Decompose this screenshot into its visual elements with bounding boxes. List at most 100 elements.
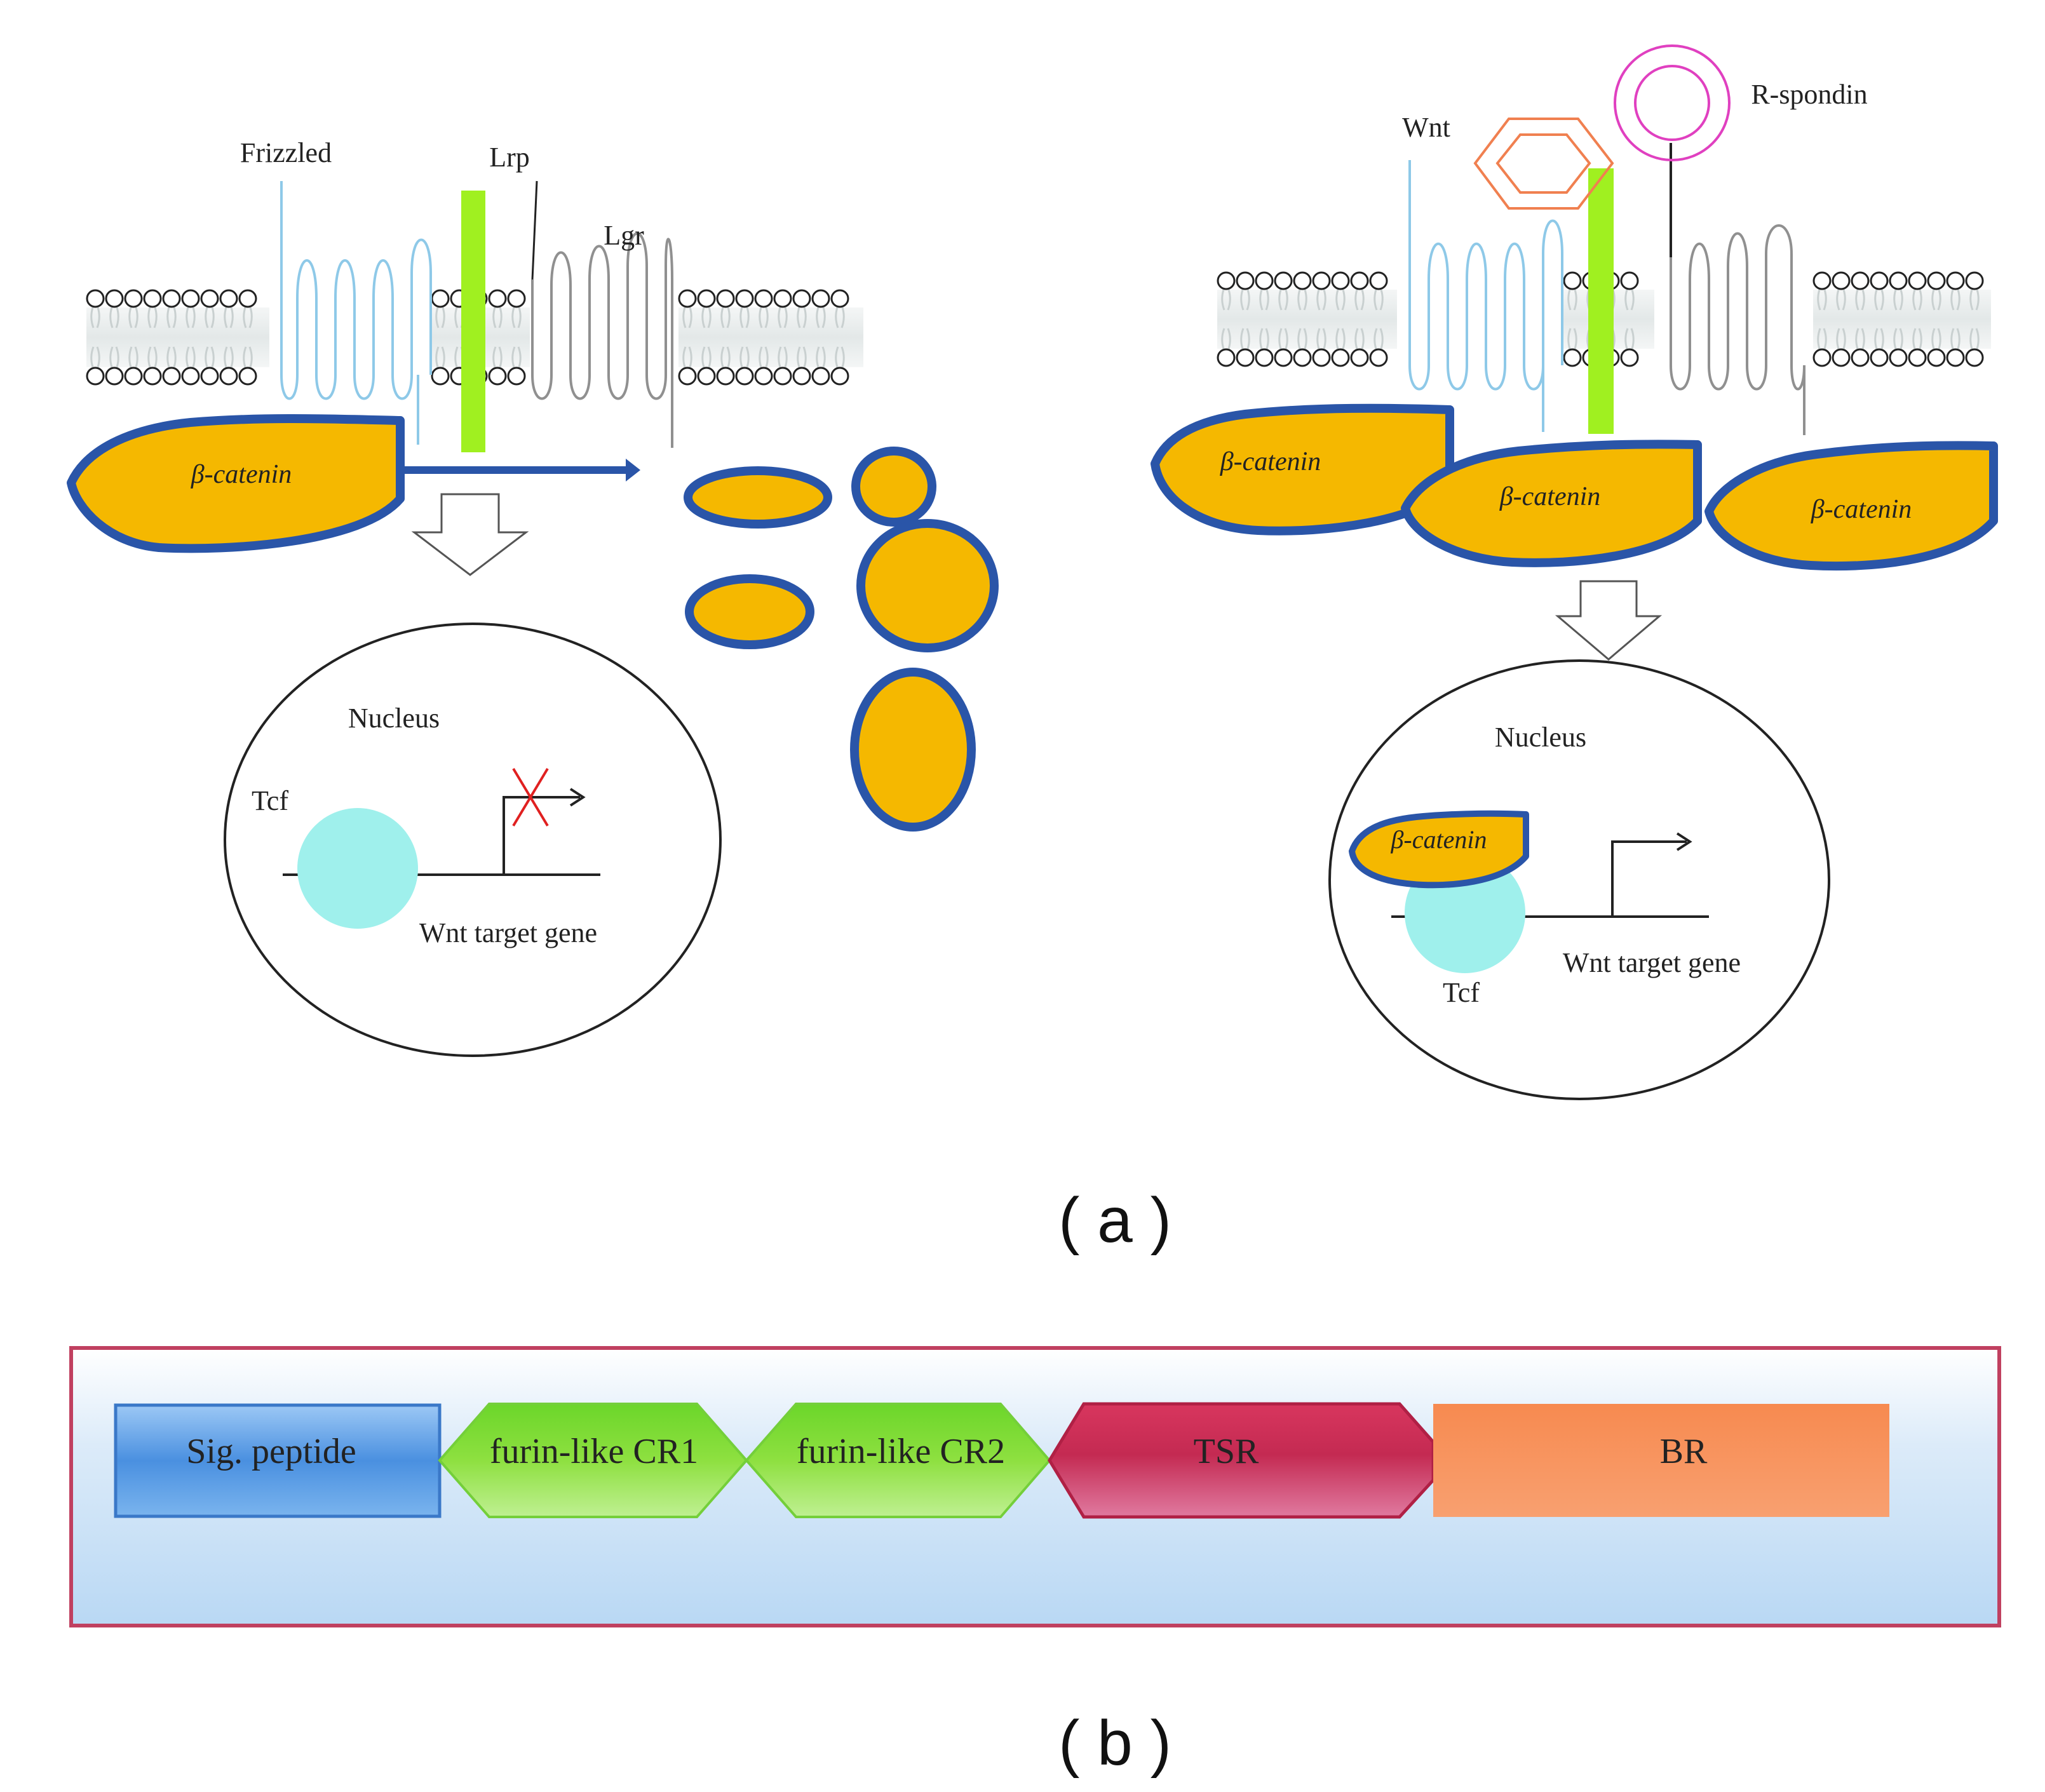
membrane-left-lipid-tail — [682, 346, 692, 368]
membrane-left-lipid-tail — [224, 346, 234, 368]
membrane-left-lipid-tail — [492, 346, 503, 368]
membrane-right-lipid-head — [1350, 348, 1369, 367]
panel-b-domain-map: Sig. peptide furin-like CR1 furin-like C… — [69, 1346, 2001, 1627]
membrane-right-lipid-head — [1832, 348, 1851, 367]
membrane-left-lipid-tail — [511, 346, 522, 368]
membrane-right-lipid-head — [1946, 348, 1965, 367]
domain-label-furin-cr1: furin-like CR1 — [490, 1432, 698, 1471]
membrane-right-lipid-tail — [1278, 328, 1288, 349]
membrane-left-lipid-head — [488, 289, 507, 308]
membrane-right-lipid-head — [1563, 348, 1582, 367]
membrane-left-lipid-head — [811, 289, 830, 308]
frizzled-label: Frizzled — [240, 137, 332, 168]
membrane-right-lipid-tail — [1817, 289, 1827, 311]
membrane-left-lipid-head — [735, 367, 754, 386]
fragment-5 — [850, 668, 976, 832]
membrane-right-lipid-tail — [1836, 289, 1846, 311]
lrp-coreceptor-right — [1588, 168, 1614, 434]
beta-catenin-label-right-3: β-catenin — [1811, 495, 1912, 524]
membrane-right-lipid-tail — [1931, 289, 1941, 311]
membrane-left-lipid-head — [200, 289, 219, 308]
membrane-right-lipid-head — [1851, 271, 1870, 290]
membrane-left-lipid-tail — [186, 307, 196, 328]
membrane-right-lipid-tail — [1950, 328, 1961, 349]
membrane-right-lipid-tail — [1912, 289, 1922, 311]
membrane-right-lipid-head — [1350, 271, 1369, 290]
membrane-left-lipid-tail — [243, 307, 253, 328]
membrane-left-lipid-tail — [224, 307, 234, 328]
membrane-right-lipid-head — [1927, 348, 1946, 367]
membrane-right-lipid-head — [1293, 348, 1312, 367]
membrane-left-lipid-tail — [682, 307, 692, 328]
rspondin-ligand-icon — [1614, 44, 1731, 161]
membrane-left-lipid-tail — [435, 346, 445, 368]
beta-catenin-membrane-left — [67, 414, 405, 553]
membrane-left-lipid-head — [830, 289, 849, 308]
transcription-start-arrow-right — [1611, 840, 1687, 917]
membrane-right-lipid-head — [1274, 271, 1293, 290]
lrp-label: Lrp — [489, 142, 530, 173]
membrane-left-lipid-head — [830, 367, 849, 386]
beta-catenin-label-left: β-catenin — [191, 460, 292, 489]
frizzled-receptor — [280, 181, 432, 400]
membrane-left-lipid-head — [754, 289, 773, 308]
membrane-left-lipid-head — [678, 289, 697, 308]
membrane-left-lipid-head — [105, 289, 124, 308]
membrane-right-lipid-head — [1369, 348, 1388, 367]
membrane-right-lipid-tail — [1950, 289, 1961, 311]
membrane-right-lipid-head — [1620, 271, 1639, 290]
membrane-right-lipid-head — [1217, 348, 1236, 367]
membrane-left-lipid-tail — [759, 307, 769, 328]
panel-a-left: β-catenin Nucleus Tcf Wnt target gene Fr… — [67, 137, 999, 1057]
membrane-left-lipid-tail — [701, 346, 712, 368]
membrane-right-lipid-tail — [1969, 328, 1980, 349]
membrane-right-lipid-head — [1255, 348, 1274, 367]
nucleus-label-right: Nucleus — [1495, 722, 1586, 753]
membrane-left-lipid-tail — [109, 346, 119, 368]
membrane-left-lipid-head — [181, 289, 200, 308]
membrane-left-lipid-tail — [128, 307, 138, 328]
membrane-right-lipid-tail — [1297, 328, 1307, 349]
membrane-right-lipid-tail — [1221, 289, 1231, 311]
membrane-right-lipid-tail — [1297, 289, 1307, 311]
membrane-right-lipid-tail — [1836, 328, 1846, 349]
membrane-left-lipid-head — [792, 367, 811, 386]
membrane-left-lipid-head — [735, 289, 754, 308]
membrane-left-lipid-tail — [166, 346, 177, 368]
membrane-left-lipid-tail — [797, 346, 807, 368]
membrane-left-lipid-head — [507, 289, 526, 308]
membrane-right-lipid-head — [1312, 271, 1331, 290]
nucleus-label-left: Nucleus — [348, 703, 440, 734]
degradation-arrow-head — [626, 459, 640, 482]
membrane-right-lipid-head — [1832, 271, 1851, 290]
target-gene-label-left: Wnt target gene — [419, 917, 597, 948]
membrane-left-lipid-tail — [797, 307, 807, 328]
membrane-left-lipid-head — [754, 367, 773, 386]
membrane-right-lipid-head — [1312, 348, 1331, 367]
membrane-left-band-0 — [86, 307, 269, 367]
tcf-label-left: Tcf — [252, 785, 288, 816]
membrane-right-lipid-head — [1812, 348, 1832, 367]
target-gene-label-right: Wnt target gene — [1563, 947, 1741, 978]
domain-label-br: BR — [1660, 1432, 1708, 1471]
membrane-right-lipid-tail — [1259, 328, 1269, 349]
membrane-right-lipid-head — [1331, 271, 1350, 290]
panel-a-caption: ( a ) — [1058, 1185, 1171, 1256]
membrane-left-lipid-tail — [147, 346, 158, 368]
fragment-2 — [851, 447, 936, 527]
membrane-left-band-2 — [678, 307, 863, 367]
membrane-left-lipid-head — [431, 289, 450, 308]
membrane-left-lipid-head — [86, 289, 105, 308]
beta-catenin-nuclear — [1349, 810, 1529, 889]
membrane-right-lipid-tail — [1354, 328, 1365, 349]
membrane-right-lipid-head — [1620, 348, 1639, 367]
membrane-right-lipid-head — [1331, 348, 1350, 367]
membrane-left-lipid-tail — [511, 307, 522, 328]
membrane-right-lipid-tail — [1335, 289, 1346, 311]
membrane-left-lipid-tail — [147, 307, 158, 328]
membrane-left-lipid-head — [716, 289, 735, 308]
membrane-right-lipid-tail — [1624, 328, 1635, 349]
membrane-right-lipid-head — [1870, 271, 1889, 290]
membrane-left-lipid-tail — [128, 346, 138, 368]
transcription-arrowhead-left — [569, 788, 586, 807]
